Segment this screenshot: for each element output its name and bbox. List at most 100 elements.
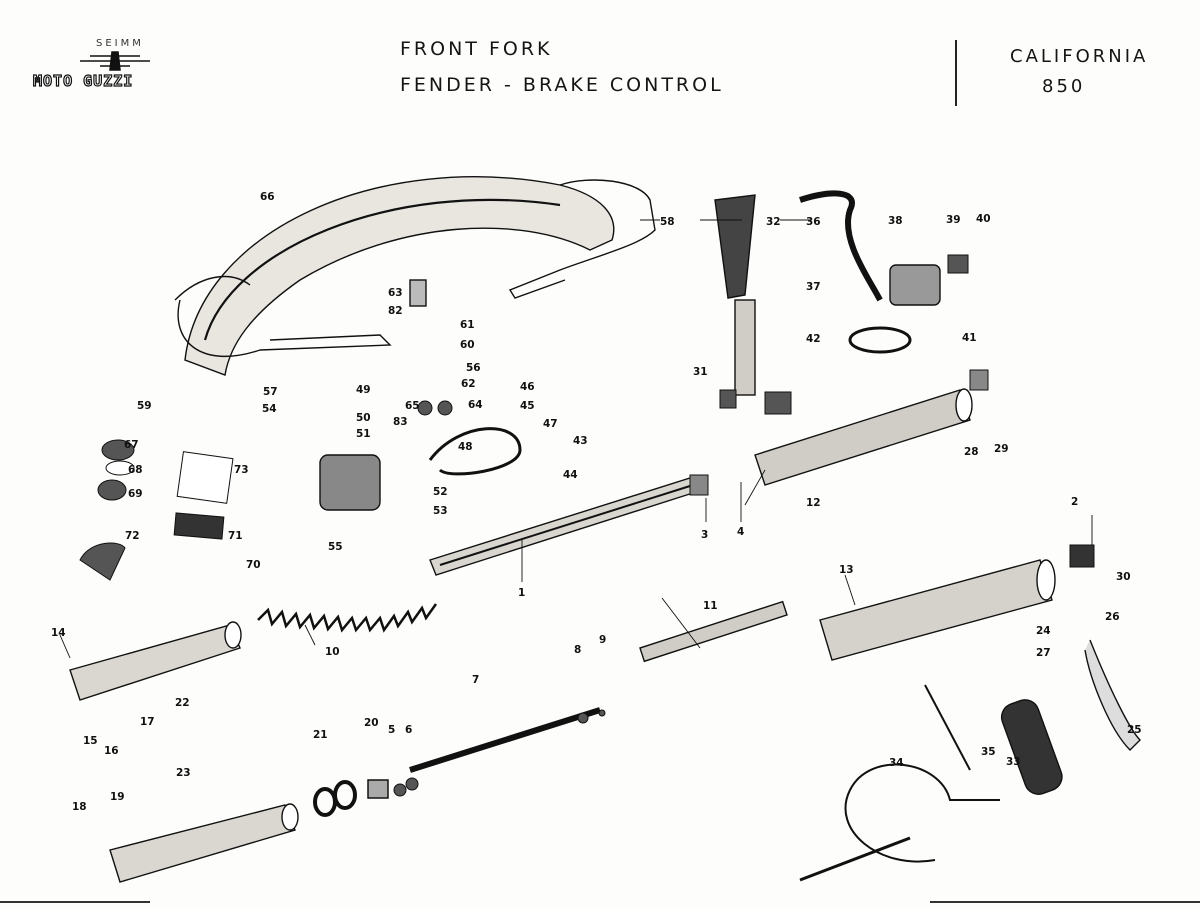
model-line-1: CALIFORNIA [1010,46,1149,67]
callout-32: 32 [766,216,781,228]
front-fender [174,176,656,376]
callout-22: 22 [175,697,190,709]
manufacturer-small-label: SEIMM [96,38,144,49]
callout-83: 83 [393,416,408,428]
callout-59: 59 [137,400,152,412]
callout-20: 20 [364,717,379,729]
callout-64: 64 [468,399,483,411]
control-cable [844,763,1000,863]
brake-caliper [319,454,381,511]
callout-16: 16 [104,745,119,757]
callout-34: 34 [889,757,904,769]
callout-44: 44 [563,469,578,481]
callout-62: 62 [461,378,476,390]
callout-45: 45 [520,400,535,412]
callout-7: 7 [472,674,479,686]
callout-37: 37 [806,281,821,293]
callout-23: 23 [176,767,191,779]
callout-10: 10 [325,646,340,658]
callout-3: 3 [701,529,708,541]
cable-end [799,836,911,882]
callout-67: 67 [124,439,139,451]
callout-5: 5 [388,724,395,736]
callout-42: 42 [806,333,821,345]
callout-13: 13 [839,564,854,576]
callout-56: 56 [466,362,481,374]
callout-17: 17 [140,716,155,728]
callout-39: 39 [946,214,961,226]
fork-slider-lower [819,559,1056,661]
callout-2: 2 [1071,496,1078,508]
callout-33: 33 [1006,756,1021,768]
callout-47: 47 [543,418,558,430]
callout-63: 63 [388,287,403,299]
callout-36: 36 [806,216,821,228]
callout-57: 57 [263,386,278,398]
callout-29: 29 [994,443,1009,455]
brake-lever [799,190,883,302]
callout-8: 8 [574,644,581,656]
small-hardware [79,254,1095,797]
oil-seals [313,779,389,817]
callout-27: 27 [1036,647,1051,659]
callout-30: 30 [1116,571,1131,583]
callout-51: 51 [356,428,371,440]
callout-38: 38 [888,215,903,227]
callout-40: 40 [976,213,991,225]
callout-61: 61 [460,319,475,331]
damper-rod [409,707,601,773]
callout-24: 24 [1036,625,1051,637]
handlebar-grip [1000,699,1063,795]
callout-15: 15 [83,735,98,747]
callout-18: 18 [72,801,87,813]
callout-14: 14 [51,627,66,639]
callout-25: 25 [1127,724,1142,736]
damper-tube [639,600,788,663]
callout-12: 12 [806,497,821,509]
clutch-lever [1084,639,1141,751]
brake-pipe [848,326,912,354]
callout-66: 66 [260,191,275,203]
callout-9: 9 [599,634,606,646]
callout-48: 48 [458,441,473,453]
callout-54: 54 [262,403,277,415]
callout-55: 55 [328,541,343,553]
callout-68: 68 [128,464,143,476]
callout-71: 71 [228,530,243,542]
brake-hose [428,427,522,476]
callout-labels: 1 2 3 4 5 6 7 8 9 10 11 12 13 14 15 16 1… [51,191,1142,813]
callout-70: 70 [246,559,261,571]
callout-82: 82 [388,305,403,317]
callout-1: 1 [518,587,525,599]
model-line-2: 850 [1042,76,1086,97]
callout-43: 43 [573,435,588,447]
callout-11: 11 [703,600,718,612]
callout-41: 41 [962,332,977,344]
callout-50: 50 [356,412,371,424]
callout-28: 28 [964,446,979,458]
cable-rod [924,684,971,771]
title-line-2: FENDER - BRAKE CONTROL [400,74,724,96]
callout-21: 21 [313,729,328,741]
callout-65: 65 [405,400,420,412]
callout-4: 4 [737,526,744,538]
callout-leaders [59,219,1093,659]
master-cylinder [889,264,941,306]
callout-6: 6 [405,724,412,736]
callout-26: 26 [1105,611,1120,623]
fork-leg-left [69,621,242,701]
callout-53: 53 [433,505,448,517]
callout-69: 69 [128,488,143,500]
header-divider [955,40,957,106]
callout-73: 73 [234,464,249,476]
callout-60: 60 [460,339,475,351]
fork-spring [257,603,438,633]
title-line-1: FRONT FORK [400,38,553,60]
callout-35: 35 [981,746,996,758]
callout-72: 72 [125,530,140,542]
callout-19: 19 [110,791,125,803]
eagle-logo-icon [80,51,150,71]
fork-leg-right [109,803,299,883]
throttle-grip [714,194,756,396]
